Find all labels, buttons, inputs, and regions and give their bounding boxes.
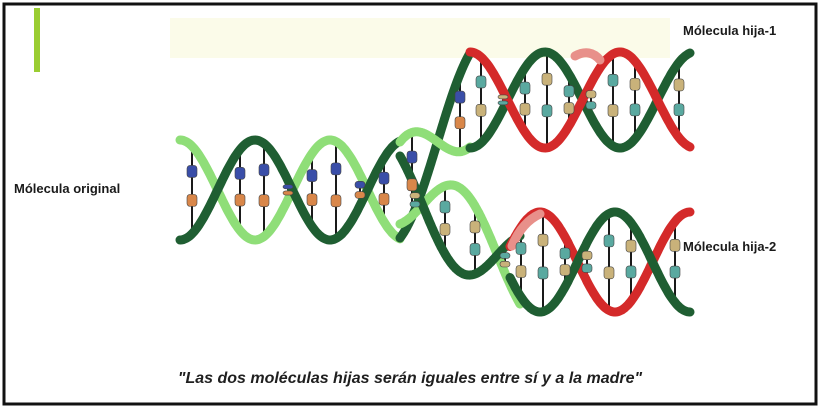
daughter2-helix-base <box>560 265 570 276</box>
fork-lower-base <box>440 223 450 235</box>
daughter2-helix-base <box>626 266 636 278</box>
fork-upper-base <box>407 151 417 163</box>
parent-helix-base <box>379 193 389 205</box>
accent-bar <box>34 8 40 72</box>
parent-helix-base <box>355 181 365 188</box>
fork-lower-base <box>410 201 420 207</box>
daughter1-helix-base <box>498 101 508 105</box>
daughter2-helix-base <box>516 265 526 277</box>
daughter1-helix-base <box>630 78 640 90</box>
daughter1-helix-base <box>564 103 574 114</box>
daughter2-helix-base <box>582 251 592 260</box>
daughter2-helix-base <box>604 267 614 279</box>
label-daughter-molecule-2: Mólecula hija-2 <box>683 239 776 254</box>
fork-lower-base <box>470 221 480 233</box>
parent-helix-base <box>379 172 389 184</box>
daughter1-helix-base <box>542 73 552 85</box>
daughter1-helix-base <box>608 74 618 86</box>
parent-helix-base <box>187 165 197 177</box>
daughter1-helix-base <box>498 95 508 99</box>
caption: "Las dos moléculas hijas serán iguales e… <box>0 370 820 388</box>
parent-helix-base <box>355 192 365 199</box>
daughter2-helix-base <box>670 239 680 251</box>
daughter1-helix-base <box>586 102 596 109</box>
parent-helix-base <box>307 170 317 182</box>
daughter1-new-strand-tint <box>575 53 600 60</box>
daughter2-helix-base <box>582 264 592 273</box>
parent-helix-base <box>331 195 341 207</box>
fork-lower-base <box>470 243 480 255</box>
daughter1-helix-strand-a <box>470 52 690 148</box>
parent-helix-base <box>283 185 293 189</box>
daughter2-new-strand-tint <box>512 214 540 246</box>
daughter2-helix-base <box>604 235 614 247</box>
daughter1-helix-base <box>674 104 684 116</box>
label-daughter-molecule-1: Mólecula hija-1 <box>683 23 776 38</box>
daughter2-helix-base <box>670 266 680 278</box>
daughter2-helix-base <box>516 242 526 254</box>
daughter1-helix-base <box>520 103 530 115</box>
daughter1-helix-base <box>586 91 596 98</box>
parent-helix-base <box>331 163 341 175</box>
daughter1-helix-base <box>674 79 684 91</box>
daughter2-helix-base <box>538 234 548 246</box>
fork-upper-base <box>455 91 465 103</box>
parent-helix-base <box>259 164 269 176</box>
label-original-molecule: Mólecula original <box>14 181 120 196</box>
daughter2-helix-base <box>538 267 548 279</box>
parent-helix-base <box>235 167 245 179</box>
fork-lower-base <box>410 193 420 199</box>
parent-helix-base <box>187 194 197 206</box>
parent-helix-base <box>235 194 245 206</box>
daughter1-helix-base <box>564 86 574 97</box>
fork-lower-base <box>440 201 450 213</box>
fork-lower-base <box>500 253 510 259</box>
daughter1-helix-base <box>630 104 640 116</box>
daughter1-helix-base <box>520 82 530 94</box>
daughter1-helix-base <box>542 105 552 117</box>
daughter2-helix-base <box>626 240 636 252</box>
parent-helix-base <box>307 194 317 206</box>
fork-upper-base <box>455 117 465 129</box>
daughter1-helix-base <box>476 76 486 88</box>
parent-helix-strand-a <box>180 140 400 240</box>
daughter2-helix-base <box>560 248 570 259</box>
parent-helix-base <box>259 195 269 207</box>
fork-upper-base <box>407 179 417 191</box>
parent-helix-base <box>283 191 293 195</box>
daughter1-helix-base <box>476 104 486 116</box>
daughter1-helix-base <box>608 105 618 117</box>
fork-lower-base <box>500 261 510 267</box>
